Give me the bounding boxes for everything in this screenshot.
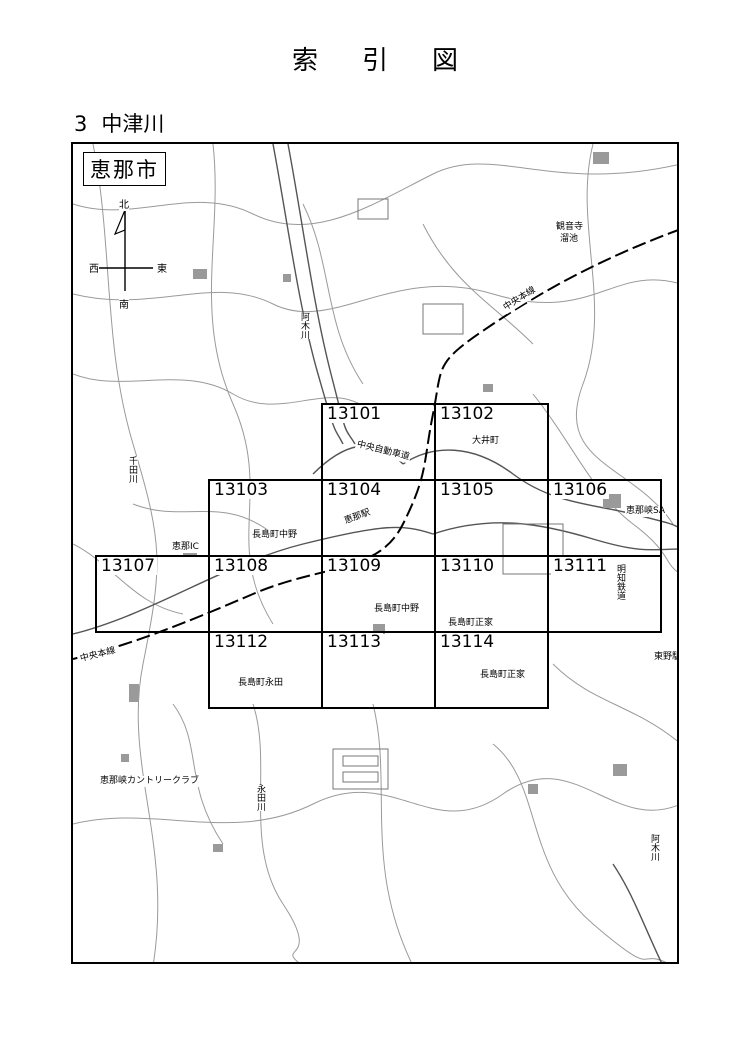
label-eida-river: 永田川	[253, 784, 266, 811]
tile-number: 13111	[551, 556, 610, 576]
map-tile-13101[interactable]: 13101	[321, 403, 436, 481]
map-tile-13110[interactable]: 13110	[434, 555, 549, 633]
page-title: 索引図	[291, 46, 502, 76]
map-tile-13108[interactable]: 13108	[208, 555, 323, 633]
label-nagashima-masaie-2: 長島町正家	[479, 670, 527, 681]
map-tile-13105[interactable]: 13105	[434, 479, 549, 557]
label-nagashima-nakano-w: 長島町中野	[251, 530, 299, 541]
index-map: 恵那市 北 南 東 西 観音寺 溜池 中央本線 阿木川 大井町 中央自動車道 千…	[71, 142, 679, 964]
label-senda-river: 千田川	[125, 456, 138, 483]
tile-number: 13103	[212, 480, 271, 500]
tile-number: 13101	[325, 404, 384, 424]
section-heading: 3 中津川	[74, 108, 164, 138]
tile-number: 13107	[99, 556, 158, 576]
tile-number: 13104	[325, 480, 384, 500]
label-ena-ic: 恵那IC	[171, 542, 200, 553]
tile-number: 13102	[438, 404, 497, 424]
label-nagashima-nakano: 長島町中野	[373, 604, 421, 615]
map-tile-13106[interactable]: 13106	[547, 479, 662, 557]
tile-number: 13112	[212, 632, 271, 652]
map-tile-13102[interactable]: 13102	[434, 403, 549, 481]
label-kannonji: 観音寺	[555, 222, 585, 233]
label-kannonji-pond: 溜池	[559, 234, 580, 245]
label-ena-sa: 恵那峡SA	[625, 506, 667, 517]
tile-number: 13114	[438, 632, 497, 652]
tile-number: 13110	[438, 556, 497, 576]
tile-number: 13109	[325, 556, 384, 576]
compass-west: 西	[89, 260, 99, 275]
compass-north: 北	[119, 196, 129, 211]
tile-number: 13105	[438, 480, 497, 500]
label-agi-river-s: 阿木川	[647, 834, 660, 861]
map-tile-13111[interactable]: 13111	[547, 555, 662, 633]
label-golf-club: 恵那峡カントリークラブ	[99, 776, 201, 787]
label-nagashima-masaie-1: 長島町正家	[447, 618, 495, 629]
tile-number: 13106	[551, 480, 610, 500]
map-tile-13114[interactable]: 13114	[434, 631, 549, 709]
tile-number: 13108	[212, 556, 271, 576]
section-number: 3	[74, 112, 88, 136]
map-tile-13107[interactable]: 13107	[95, 555, 210, 633]
label-higashino-station: 東野駅	[653, 652, 677, 663]
label-akechi-railway: 明知鉄道	[613, 564, 626, 600]
map-tile-13103[interactable]: 13103	[208, 479, 323, 557]
map-tile-13109[interactable]: 13109	[321, 555, 436, 633]
compass-south: 南	[119, 296, 129, 311]
map-tile-13112[interactable]: 13112	[208, 631, 323, 709]
map-tile-13104[interactable]: 13104	[321, 479, 436, 557]
label-agi-river-n: 阿木川	[297, 312, 310, 339]
tile-number: 13113	[325, 632, 384, 652]
section-name: 中津川	[101, 112, 165, 136]
city-label: 恵那市	[83, 152, 166, 186]
map-tile-13113[interactable]: 13113	[321, 631, 436, 709]
compass-icon	[99, 206, 153, 291]
compass-east: 東	[157, 260, 167, 275]
compass-rose: 北 南 東 西	[85, 196, 175, 316]
label-oi-cho: 大井町	[471, 436, 501, 447]
label-nagashima-nagata: 長島町永田	[237, 678, 285, 689]
